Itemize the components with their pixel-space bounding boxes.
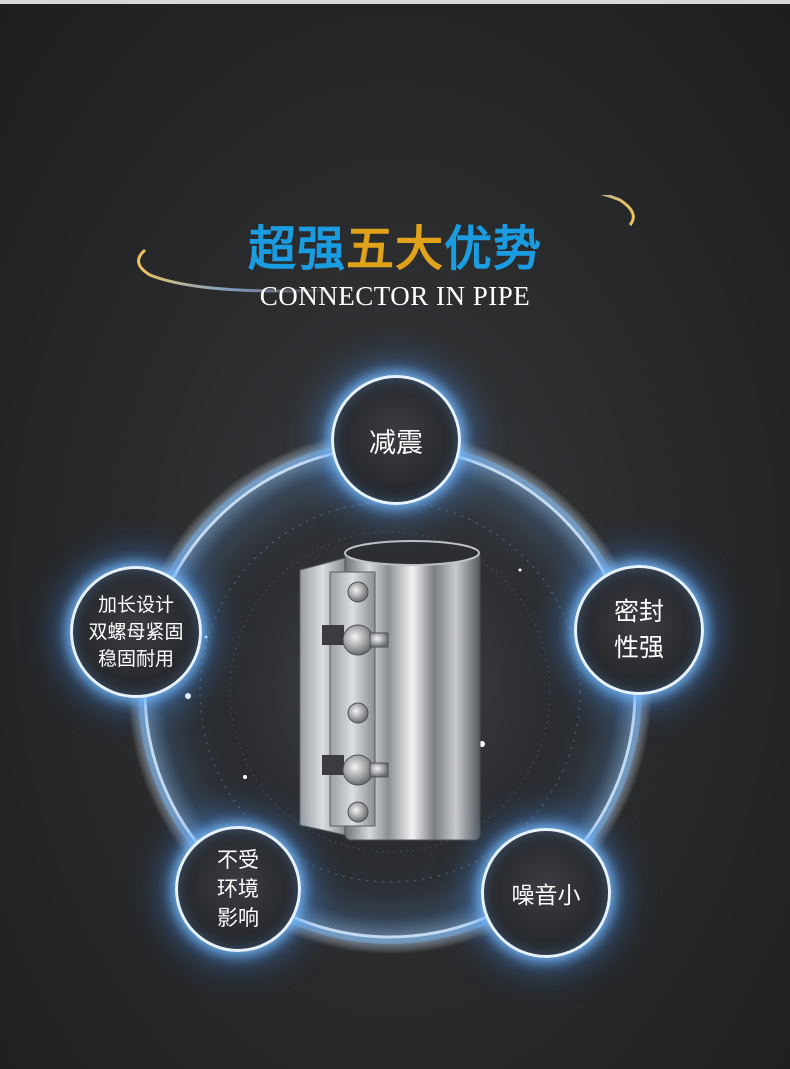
feature-label: 加长设计 双螺母紧固 稳固耐用: [88, 593, 184, 670]
feature-circle-sealing: 密封 性强: [574, 565, 704, 695]
title-part-3: 优势: [444, 221, 543, 277]
page-subtitle: CONNECTOR IN PIPE: [259, 281, 531, 311]
feature-label: 密封 性强: [613, 597, 664, 662]
pipe-connector-clamp-icon: [299, 540, 481, 841]
title-part-1: 超强: [247, 221, 346, 277]
feature-label: 噪音小: [511, 883, 581, 909]
feature-label: 不受 环境 影响: [217, 847, 259, 930]
header: 超强五大优势 CONNECTOR IN PIPE: [0, 195, 790, 325]
feature-circle-low-noise: 噪音小: [481, 828, 611, 958]
feature-label: 减震: [369, 427, 423, 459]
feature-circle-damping: 减震: [331, 375, 461, 505]
feature-diagram: 减震 密封 性强 噪音小 不受 环境 影响 加长设计 双螺母紧固 稳固耐用: [0, 340, 790, 1060]
swoosh-decoration-icon: [137, 195, 635, 293]
page-title: 超强五大优势: [0, 209, 790, 279]
feature-circle-durability: 加长设计 双螺母紧固 稳固耐用: [70, 566, 202, 698]
feature-circle-environment: 不受 环境 影响: [175, 826, 301, 952]
title-part-2: 五大: [345, 221, 444, 277]
top-border: [0, 0, 790, 4]
